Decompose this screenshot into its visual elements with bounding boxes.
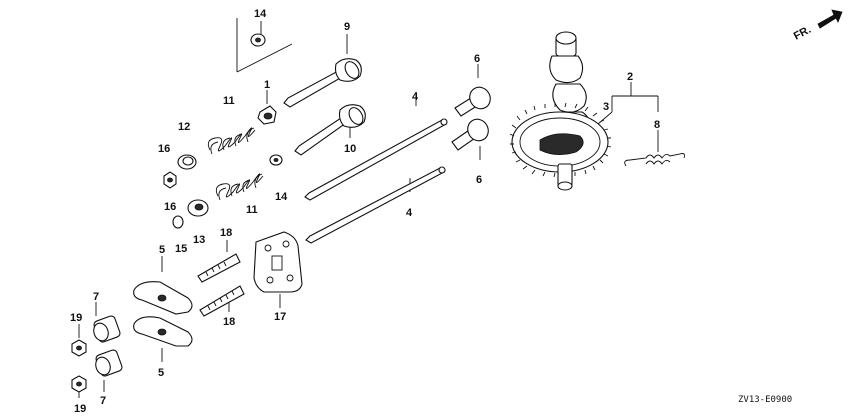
part-18-stud-lower [199,285,245,317]
part-5-rocker-arm-lower [133,316,193,362]
part-label: 6 [474,53,480,65]
part-label: 17 [274,311,286,323]
part-label: 11 [246,204,258,216]
part-label: 16 [158,143,170,155]
part-8-return-spring [624,130,685,167]
part-label: 18 [220,227,232,239]
part-label: 16 [164,201,176,213]
part-11-valve-spring-lower [215,173,264,201]
part-16-nut [163,171,177,189]
gear-teeth [509,102,612,178]
direction-label: FR. [792,24,813,43]
part-label: 4 [412,91,419,103]
part-5-rocker-arm-upper [133,256,193,315]
part-13-valve-seal [187,199,209,217]
part-label: 11 [223,95,235,107]
part-14-washer-lower [269,154,283,166]
part-7-pivot-lower [95,349,123,392]
part-label: 19 [70,312,82,324]
part-6-tappet-lower [451,118,489,160]
part-11-valve-spring-upper [207,127,256,155]
part-labels: 14 9 6 2 1 11 4 3 12 8 16 10 6 16 14 11 … [70,8,660,415]
part-label: 5 [158,367,164,379]
part-label: 9 [344,21,350,33]
part-label: 1 [264,79,270,91]
part-label: 12 [178,121,190,133]
part-label: 14 [275,191,288,203]
part-19-nut-upper [71,324,87,357]
part-label: 3 [603,101,609,113]
part-4-push-rod-upper [304,92,448,201]
part-label: 13 [193,234,205,246]
part-10-valve-lower [294,104,366,156]
part-label: 15 [175,243,187,255]
part-7-pivot-upper [93,302,121,343]
part-label: 7 [100,395,106,407]
part-14-washer-upper [236,18,293,73]
part-label: 7 [93,291,99,303]
part-2-camshaft-assembly [509,31,659,191]
part-4-push-rod-lower [305,166,446,244]
part-19-nut-lower [71,375,87,398]
part-label: 6 [476,174,482,186]
figure-code: ZV13-E0900 [738,395,792,405]
part-label: 5 [159,244,165,256]
part-6-tappet-upper [454,64,491,117]
part-label: 4 [406,207,413,219]
part-9-valve-upper [283,34,362,108]
part-12-valve-seal [177,154,197,170]
direction-arrow-icon [817,9,843,29]
part-label: 2 [627,71,633,83]
part-18-stud-upper [197,240,241,283]
part-label: 14 [254,8,267,20]
front-direction-indicator: FR. [792,9,843,43]
part-label: 10 [344,143,356,155]
part-label: 8 [654,119,660,131]
part-1-valve-retainer [257,90,277,125]
part-15-cap [172,215,184,229]
part-17-guide-plate [253,231,303,308]
part-label: 18 [223,316,235,328]
part-label: 19 [74,403,86,415]
